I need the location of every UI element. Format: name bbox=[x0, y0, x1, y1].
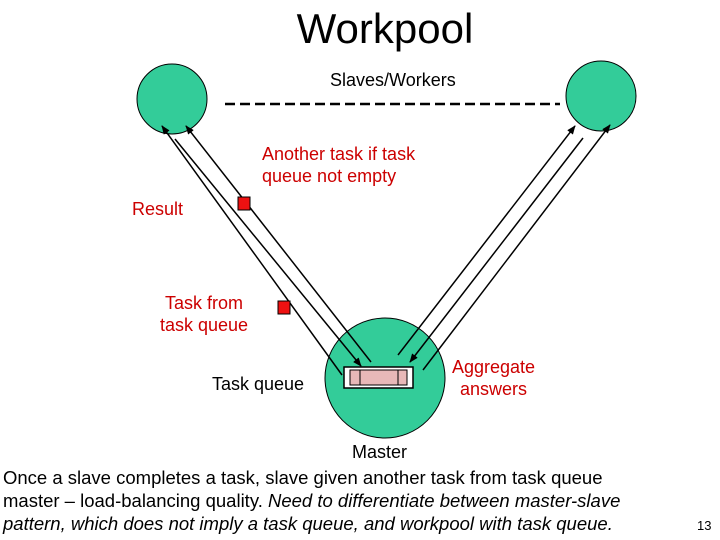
another-task-label: Another task if task queue not empty bbox=[262, 144, 416, 186]
slaves-workers-label: Slaves/Workers bbox=[330, 70, 456, 90]
arrow-left-outer bbox=[161, 125, 343, 376]
aggregate-answers-label: Aggregate answers bbox=[452, 357, 536, 399]
master-label: Master bbox=[352, 442, 408, 462]
arrow-right-outer bbox=[422, 124, 611, 371]
caption-line-1: Once a slave completes a task, slave giv… bbox=[3, 467, 603, 488]
arrow-right-middle bbox=[409, 137, 584, 363]
result-label: Result bbox=[132, 199, 184, 219]
arrow-left-middle bbox=[174, 138, 362, 367]
worker-node-left[interactable] bbox=[136, 63, 208, 135]
task-queue-box[interactable] bbox=[343, 366, 414, 389]
task-from-queue-label: Task from task queue bbox=[160, 293, 249, 335]
caption-line-3: pattern, which does not imply a task que… bbox=[3, 513, 613, 534]
arrow-right-inner bbox=[397, 125, 576, 356]
page-title: Workpool bbox=[296, 5, 474, 52]
slide-caption: Once a slave completes a task, slave giv… bbox=[3, 466, 693, 535]
page-number: 13 bbox=[697, 518, 712, 533]
worker-node-right[interactable] bbox=[565, 60, 637, 132]
caption-line-2: master – load-balancing quality. Need to… bbox=[3, 490, 621, 511]
queue-task-square bbox=[277, 300, 291, 315]
task-queue-label: Task queue bbox=[212, 374, 305, 394]
result-task-square bbox=[237, 196, 251, 211]
arrow-left-inner bbox=[185, 125, 372, 363]
